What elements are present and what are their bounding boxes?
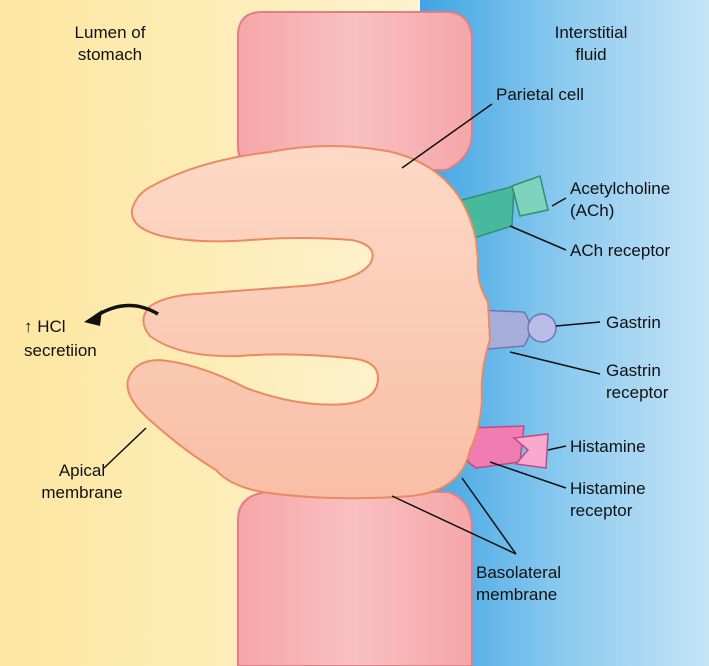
acetylcholine-label-2: (ACh) <box>570 201 614 220</box>
histamine-receptor-label-1: Histamine <box>570 479 646 498</box>
apical-label-1: Apical <box>59 461 105 480</box>
lumen-label-1: Lumen of <box>75 23 146 42</box>
gastrin-molecule <box>528 314 556 342</box>
histamine-receptor-label-2: receptor <box>570 501 633 520</box>
parietal-cell-label: Parietal cell <box>496 85 584 104</box>
basolateral-label-2: membrane <box>476 585 557 604</box>
histamine-label: Histamine <box>570 437 646 456</box>
ach-receptor-label: ACh receptor <box>570 241 670 260</box>
apical-label-2: membrane <box>41 483 122 502</box>
lumen-label-2: stomach <box>78 45 142 64</box>
parietal-cell <box>128 146 491 498</box>
neighbor-cell-bottom <box>238 492 472 666</box>
interstitial-label-1: Interstitial <box>555 23 628 42</box>
interstitial-label-2: fluid <box>575 45 606 64</box>
acetylcholine-label-1: Acetylcholine <box>570 179 670 198</box>
basolateral-label-1: Basolateral <box>476 563 561 582</box>
gastrin-receptor-label-1: Gastrin <box>606 361 661 380</box>
gastrin-label: Gastrin <box>606 313 661 332</box>
gastrin-receptor-label-2: receptor <box>606 383 669 402</box>
hcl-label-2: secretiion <box>24 341 97 360</box>
hcl-label-1: ↑ HCl <box>24 317 66 336</box>
